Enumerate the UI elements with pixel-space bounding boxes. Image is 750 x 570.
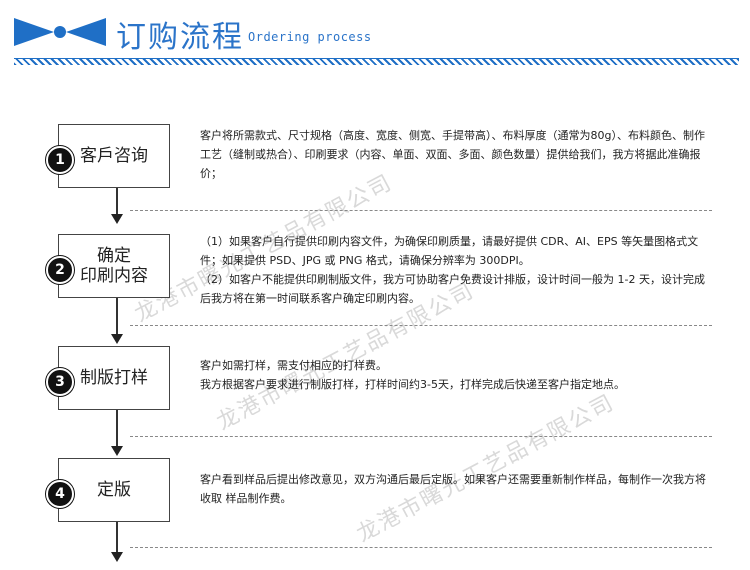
flow-connector: [116, 410, 118, 450]
step-label: 确定: [97, 246, 131, 266]
watermark: 龙港市曙光工艺品有限公司: [352, 390, 619, 548]
header-divider: [14, 58, 739, 65]
step-box-confirm-print: 确定 印刷内容: [58, 234, 170, 298]
arrow-down-icon: [111, 446, 123, 456]
page-title: 订购流程: [116, 20, 244, 55]
page-subtitle: Ordering process: [248, 30, 372, 44]
step-box-finalize: 定版: [58, 458, 170, 522]
section-divider: [130, 436, 712, 437]
flow-connector: [116, 522, 118, 556]
step-label: 客戶咨询: [80, 146, 148, 166]
section-divider: [130, 210, 712, 211]
step-number-badge: 1: [46, 146, 74, 174]
step-box-consult: 客戶咨询: [58, 124, 170, 188]
page-header: 订购流程 Ordering process: [0, 0, 750, 70]
flow-connector: [116, 298, 118, 338]
flow-connector: [116, 188, 118, 218]
step-box-plate-proof: 制版打样: [58, 346, 170, 410]
section-divider: [130, 325, 712, 326]
arrow-down-icon: [111, 214, 123, 224]
bowtie-logo-icon: [14, 18, 106, 46]
step-number-badge: 3: [46, 368, 74, 396]
step-label: 印刷内容: [80, 266, 148, 286]
step-description: （1）如果客户自行提供印刷内容文件，为确保印刷质量，请最好提供 CDR、AI、E…: [200, 235, 705, 305]
step-description: 客户将所需款式、尺寸规格（高度、宽度、侧宽、手提带高）、布料厚度（通常为80g）…: [200, 129, 705, 180]
step-number-badge: 4: [46, 480, 74, 508]
step-description: 客户如需打样，需支付相应的打样费。 我方根据客户要求进行制版打样，打样时间约3-…: [200, 359, 625, 391]
step-number-badge: 2: [46, 256, 74, 284]
arrow-down-icon: [111, 552, 123, 562]
section-divider: [130, 547, 712, 548]
arrow-down-icon: [111, 334, 123, 344]
step-description: 客户看到样品后提出修改意见，双方沟通后最后定版。如果客户还需要重新制作样品，每制…: [200, 473, 706, 505]
step-label: 定版: [97, 480, 131, 500]
step-label: 制版打样: [80, 368, 148, 388]
